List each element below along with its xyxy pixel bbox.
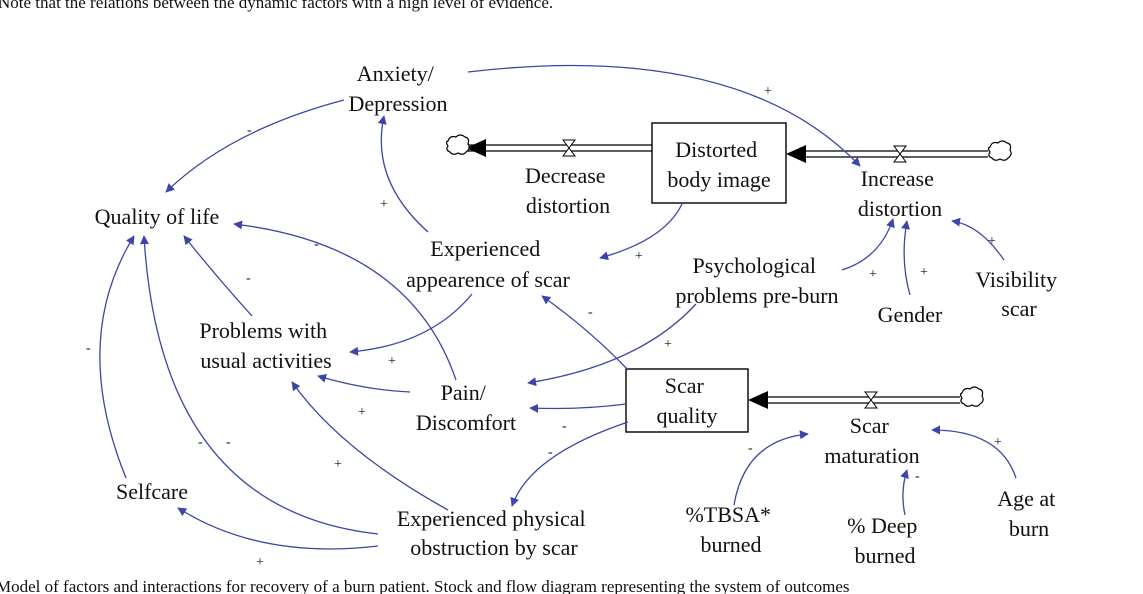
scar-maturation-valve-icon [864,391,878,409]
variable-label-quality-of-life: Quality of life [95,204,220,229]
causal-links [99,64,1017,550]
link-sign: + [388,354,396,369]
variable-label-selfcare: Selfcare [116,479,188,504]
variable-label-gender: Gender [878,302,943,327]
link-usual-activities-to-quality-of-life [183,235,253,317]
link-pain-to-usual-activities [317,373,411,393]
link-sign: + [358,405,366,420]
scar-maturation-arrowhead [748,391,768,409]
link-sign: - [748,441,753,456]
source-cloud-icon [959,386,984,407]
link-obstruction-to-usual-activities [291,381,449,511]
link-sign: + [920,265,928,280]
increase-distortion-valve-icon [893,145,907,163]
link-anxiety-to-increase-distortion [467,64,861,167]
variable-label-usual-activities: Problems with usual activities [199,318,332,373]
link-sign: - [246,271,251,286]
link-psychological-to-pain [527,303,697,387]
variable-label-pain-discomfort: Pain/ Discomfort [416,380,516,435]
link-visibility-to-increase-distortion [951,217,1005,261]
source-cloud-icon [987,140,1012,161]
node-labels: Distorted body image Scar quality Decrea… [95,61,1062,568]
link-gender-to-increase-distortion [901,220,911,296]
link-body-image-to-appearance [599,203,683,261]
link-obstruction-to-quality-of-life [139,235,379,535]
link-sign: + [869,267,877,282]
variable-label-deep-burned: % Deep burned [847,513,923,568]
stock-label-distorted-body-image: Distorted body image [667,137,770,192]
link-sign: + [764,84,772,99]
link-obstruction-to-selfcare [177,507,379,550]
link-age-to-scar-maturation [931,425,1017,479]
increase-distortion-arrowhead [786,145,806,163]
link-scar-quality-to-appearance [541,295,629,371]
link-selfcare-to-quality-of-life [99,235,135,479]
sink-cloud-icon [445,134,470,155]
link-sign: - [314,237,319,252]
link-sign: - [915,469,920,484]
variable-label-visibility-scar: Visibility scar [975,267,1062,321]
caption-bottom: Model of factors and interactions for re… [0,577,850,594]
link-sign: - [198,435,203,450]
link-sign: + [256,555,264,570]
link-scar-quality-to-pain [529,403,627,413]
link-psychological-to-increase-distortion [841,218,895,271]
link-sign: - [562,419,567,434]
link-sign: + [664,337,672,352]
distorted-body-image-stock [651,122,787,204]
flow-label-increase-distortion: Increase distortion [858,166,942,221]
link-appearance-to-usual-activities [349,293,473,356]
link-sign: - [548,445,553,460]
link-sign: + [635,249,643,264]
variable-label-psychological-problems: Psychological problems pre-burn [675,253,838,308]
caption-top: Note that the relations between the dyna… [0,0,553,12]
flow-structure [445,122,1012,433]
link-sign: + [994,435,1002,450]
scar-quality-stock [625,368,749,433]
variable-label-physical-obstruction: Experienced physical obstruction by scar [397,506,591,560]
stock-label-scar-quality: Scar quality [656,373,717,428]
decrease-distortion-arrowhead [466,139,486,157]
flow-label-decrease-distortion: Decrease distortion [525,163,611,218]
flow-label-scar-maturation: Scar maturation [824,413,919,468]
variable-label-tbsa-burned: %TBSA* burned [685,502,776,557]
variable-label-experienced-appearance: Experienced appearence of scar [406,236,570,292]
link-scar-quality-to-obstruction [510,421,629,507]
link-sign: - [86,341,91,356]
link-sign: - [226,435,231,450]
link-sign: + [988,234,996,249]
link-sign: + [380,197,388,212]
link-appearance-to-anxiety [377,115,429,233]
variable-label-age-at-burn: Age at burn [997,486,1061,541]
link-sign: + [334,457,342,472]
link-deep-to-scar-maturation [900,469,909,516]
link-sign: - [247,123,252,138]
variable-label-anxiety-depression: Anxiety/ Depression [349,61,448,116]
link-sign: - [588,305,593,320]
decrease-distortion-valve-icon [562,139,576,157]
link-anxiety-to-quality-of-life [165,99,345,193]
link-tbsa-to-scar-maturation [733,430,809,506]
link-signs: - + + + - - - + + + + + - - + + - + - - … [86,84,1002,570]
link-pain-to-quality-of-life [233,220,457,381]
